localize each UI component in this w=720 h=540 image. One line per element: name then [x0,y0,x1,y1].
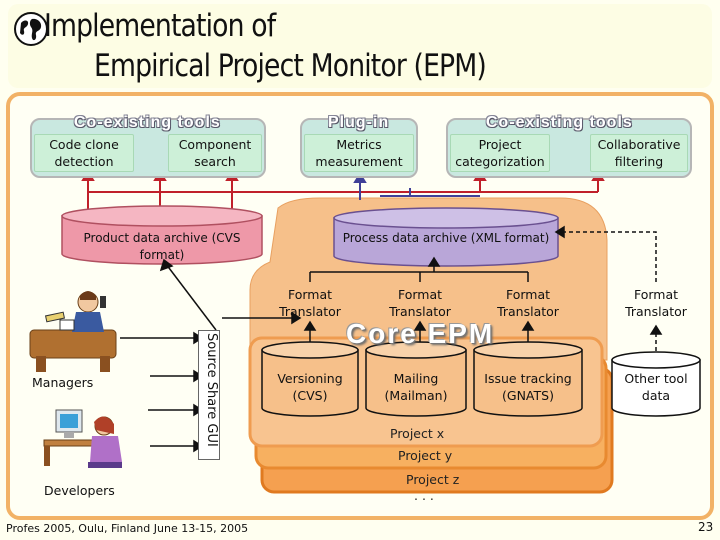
group-title-co-existing-right: Co-existing tools [486,114,633,131]
format-translator-2: Format Translator [389,287,451,319]
manager-illustration [29,291,117,372]
managers-label: Managers [32,375,94,390]
source-issue-tracking: Issue tracking (GNATS) [484,371,572,403]
title-box [8,4,712,88]
project-y-label: Project y [398,448,453,463]
page-number: 23 [698,520,714,534]
footer-text: Profes 2005, Oulu, Finland June 13-15, 2… [6,522,249,535]
source-other-tool-data: Other tool data [624,371,688,403]
tool-project-categorization[interactable]: Project categorization [450,134,550,172]
tool-component-search[interactable]: Component search [168,134,262,172]
source-share-gui[interactable]: Source Share GUI [198,330,220,460]
format-translator-4: Format Translator [625,287,687,319]
project-x-label: Project x [390,426,445,441]
source-versioning: Versioning (CVS) [277,371,343,403]
source-share-gui-label: Source Share GUI [204,333,219,447]
project-z-label: Project z [406,472,460,487]
versioning-cylinder [261,341,359,417]
tool-code-clone-detection[interactable]: Code clone detection [34,134,134,172]
source-mailing: Mailing (Mailman) [384,371,448,403]
page-title-line-1: Implementation of [44,8,276,44]
developers-label: Developers [44,483,115,498]
format-translator-1: Format Translator [279,287,341,319]
process-archive-cylinder [333,207,559,267]
other-tool-cylinder [611,351,701,417]
tool-collaborative-filtering[interactable]: Collaborative filtering [590,134,688,172]
globe-icon [14,12,48,46]
issue-tracking-cylinder [473,341,583,417]
tool-metrics-measurement[interactable]: Metrics measurement [304,134,414,172]
page-title-line-2: Empirical Project Monitor (EPM) [94,48,487,84]
group-title-plug-in: Plug-in [328,114,390,131]
product-archive-label: Product data archive (CVS format) [83,231,241,262]
group-title-co-existing-left: Co-existing tools [74,114,221,131]
developer-illustration [43,409,122,468]
core-epm-label: Core EPM [346,318,495,349]
process-archive-label: Process data archive (XML format) [342,231,550,245]
format-translator-3: Format Translator [497,287,559,319]
mailing-cylinder [365,341,467,417]
product-archive-cylinder [61,205,263,265]
project-more-label: . . . [414,488,434,503]
